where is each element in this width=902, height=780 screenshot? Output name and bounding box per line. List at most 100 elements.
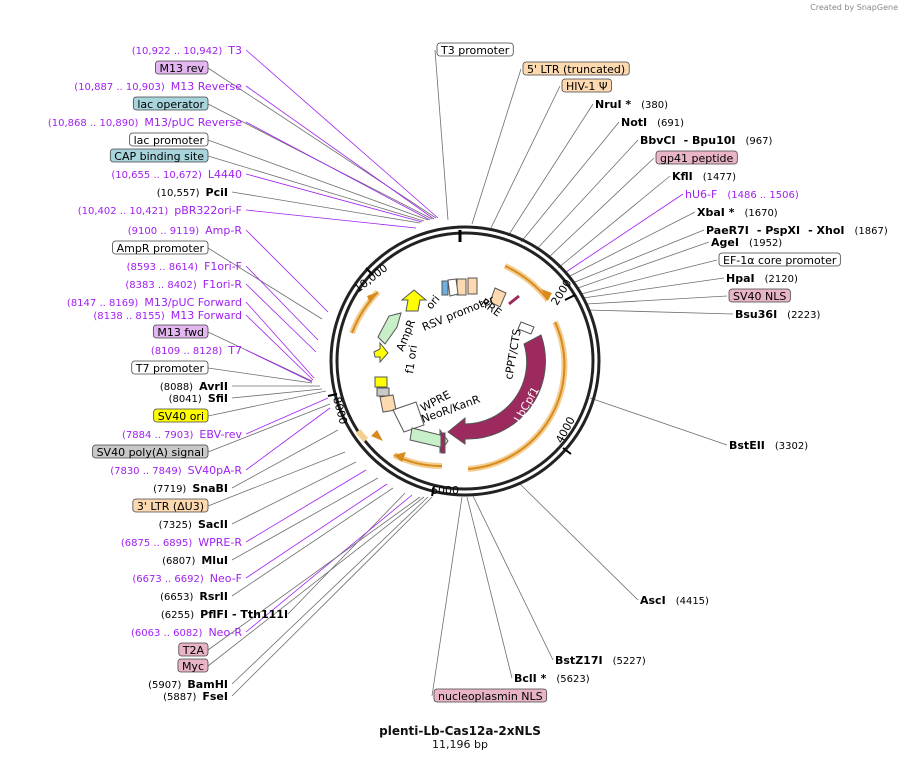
left-feature-label: T7 promoter — [135, 362, 205, 375]
right-feature-box — [433, 688, 548, 703]
left-label-18: T7 promoter — [131, 360, 209, 375]
right-leader — [557, 175, 671, 269]
left-feature-label: SV40 ori — [158, 410, 204, 423]
right-label-18: BstZ17I(5227) — [555, 654, 646, 667]
left-enzyme-name: SacII — [198, 518, 228, 531]
right-enzyme-name: BclI * — [514, 672, 547, 685]
right-enzyme-name: KflI — [672, 170, 693, 183]
backbone-outer-ring — [329, 225, 601, 497]
ltr-feature — [467, 277, 478, 295]
upper-left-arc — [349, 289, 381, 335]
left-leader — [245, 301, 315, 379]
right-feature-box — [728, 288, 791, 303]
left-feature-box — [178, 642, 209, 657]
right-feature-box — [436, 42, 514, 57]
left-enzyme-range: (7325) — [159, 520, 192, 531]
tick-4000-mark — [562, 447, 572, 455]
right-label-12: EF-1α core promoter — [718, 252, 841, 267]
left-label-20: SfiI(8041) — [169, 392, 228, 405]
left-leader — [207, 403, 331, 453]
left-primer-range: (10,402 .. 10,421) — [78, 206, 169, 217]
right-labels: T3 promoter 5' LTR (truncated) HIV-1 Ψ NruI… — [433, 42, 888, 703]
left-enzyme-range: (7719) — [153, 484, 186, 495]
right-enzyme-range: (380) — [641, 100, 668, 111]
right-leader — [574, 229, 705, 283]
left-primer-range: (9100 .. 9119) — [128, 226, 200, 237]
right-enzyme-range: (967) — [746, 136, 773, 147]
left-enzyme-range: (6807) — [162, 556, 195, 567]
right-enzyme-name: NruI * — [595, 98, 631, 111]
left-feature-label: lac operator — [137, 98, 204, 111]
left-primer-name: T3 — [227, 44, 242, 57]
right-leader — [587, 309, 734, 315]
right-label-2: HIV-1 Ψ — [561, 78, 612, 93]
left-enzyme-range: (5907) — [148, 680, 181, 691]
left-leader — [207, 139, 429, 221]
left-primer-name: M13/pUC Forward — [144, 296, 242, 309]
left-enzyme-name: RsrII — [199, 590, 228, 603]
left-leader — [231, 477, 379, 561]
right-label-14: SV40 NLS — [728, 288, 791, 303]
left-enzyme-name2: - Tth111I — [232, 608, 288, 621]
left-feature-label: 3' LTR (ΔU3) — [137, 500, 204, 513]
right-primer-range: (1486 .. 1506) — [727, 190, 799, 201]
left-enzyme-name: SnaBI — [192, 482, 228, 495]
left-enzyme-range: (8041) — [169, 394, 202, 405]
left-enzyme-name: BamHI — [187, 678, 228, 691]
right-feature-box — [655, 150, 738, 165]
right-enzyme-range: (1477) — [703, 172, 736, 183]
left-primer-range: (7830 .. 7849) — [110, 466, 182, 477]
right-label-7: KflI (1477) — [672, 170, 736, 183]
left-primer-range: (8383 .. 8402) — [125, 280, 197, 291]
small-arrowhead — [371, 430, 383, 441]
right-label-6: gp41 peptide — [655, 150, 738, 165]
right-leader — [434, 49, 449, 221]
left-primer-range: (8109 .. 8128) — [151, 346, 223, 357]
right-label-10: PaeR7I- PspXI- XhoI(1867) — [706, 224, 888, 237]
left-leader — [245, 173, 423, 223]
left-leader — [231, 461, 357, 525]
left-leader — [245, 483, 388, 579]
left-leader — [245, 314, 314, 381]
left-primer-range: (10,887 .. 10,903) — [74, 82, 165, 93]
left-primer-name: Neo-R — [208, 626, 242, 639]
left-leader — [245, 494, 413, 633]
left-enzyme-name: PciI — [206, 186, 228, 199]
left-leader — [231, 429, 339, 489]
rre-feature — [489, 287, 507, 308]
right-leader — [577, 241, 710, 289]
right-enzyme-range: (1867) — [855, 226, 888, 237]
left-label-33: Neo-R(6063 .. 6082) — [131, 626, 242, 639]
plasmid-size: 11,196 bp — [432, 738, 488, 751]
left-leader — [245, 209, 417, 229]
left-primer-range: (7884 .. 7903) — [122, 430, 194, 441]
left-enzyme-name: AvrII — [199, 380, 228, 393]
left-leader — [245, 121, 431, 221]
sv40-polya-feature — [376, 387, 390, 397]
ori-label: ori — [423, 293, 442, 312]
left-label-27: SacII (7325) — [159, 518, 228, 531]
right-enzyme-name: PaeR7I — [706, 224, 749, 237]
left-enzyme-name: FseI — [202, 690, 228, 703]
right-label-16: BstEII(3302) — [729, 439, 808, 452]
right-enzyme-range: (2120) — [765, 274, 798, 285]
right-label-20: nucleoplasmin NLS — [433, 688, 548, 703]
right-leader — [569, 211, 696, 277]
right-label-15: Bsu36I(2223) — [735, 308, 821, 321]
right-feature-label: T3 promoter — [440, 44, 510, 57]
large-orf-arc-core — [467, 321, 566, 470]
left-label-11: AmpR promoter — [112, 240, 209, 255]
left-leader — [245, 397, 329, 435]
left-label-19: AvrII(8088) — [160, 380, 228, 393]
left-feature-box — [112, 240, 209, 255]
left-primer-name: pBR322ori-F — [174, 204, 242, 217]
left-feature-label: SV40 poly(A) signal — [97, 446, 204, 459]
left-leader — [231, 191, 421, 224]
right-leader — [582, 277, 725, 299]
right-enzyme-name: AgeI — [711, 236, 739, 249]
right-feature-label: 5' LTR (truncated) — [527, 63, 625, 76]
left-label-4: M13/pUC Reverse(10,868 .. 10,890) — [48, 116, 242, 129]
left-feature-box — [155, 60, 209, 75]
right-leader — [489, 85, 561, 231]
